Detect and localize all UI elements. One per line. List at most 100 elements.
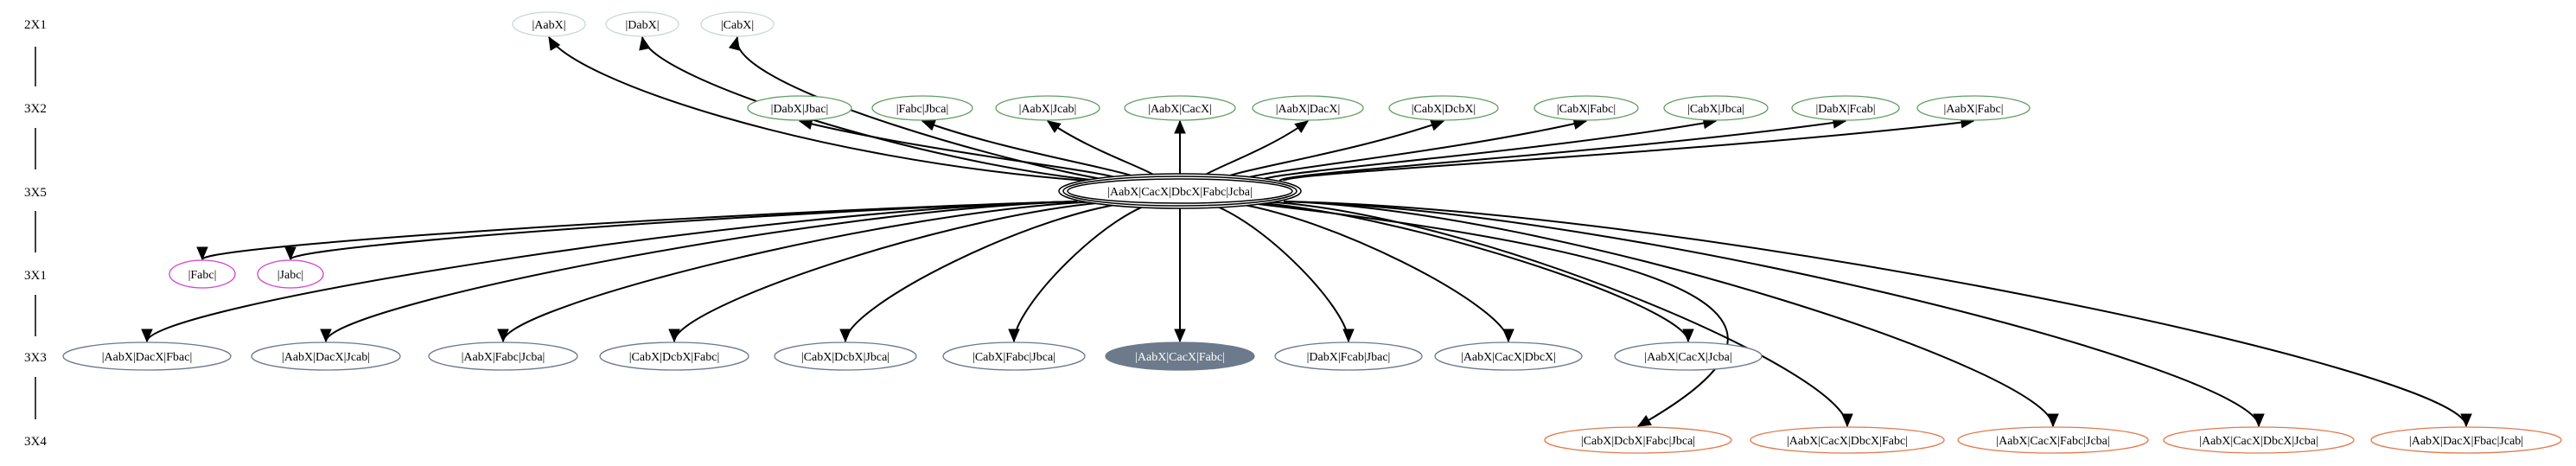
node-shape xyxy=(995,95,1100,121)
edge-to-b9 xyxy=(1278,120,1846,182)
edge-to-e3 xyxy=(502,201,1100,342)
node-b5[interactable]: |AabX|DacX| xyxy=(1252,95,1364,121)
edge-to-e5 xyxy=(845,201,1140,342)
node-f1[interactable]: |CabX|DcbX|Fabc|Jbca| xyxy=(1544,426,1732,454)
arrowhead-f1 xyxy=(1636,414,1652,427)
node-b1[interactable]: |DabX|Jbac| xyxy=(747,95,852,121)
node-label: |Jabc| xyxy=(277,269,303,282)
edge-to-b8 xyxy=(1259,120,1717,182)
node-e8[interactable]: |DabX|Fcab|Jbac| xyxy=(1274,342,1423,371)
node-label: |AabX|DacX|Fbac|Jcab| xyxy=(2409,435,2523,448)
arrowhead-e1 xyxy=(141,329,153,343)
edge-to-f1 xyxy=(1234,201,1729,427)
node-b10[interactable]: |AabX|Fabc| xyxy=(1916,95,2031,121)
arrowhead-f5 xyxy=(2460,413,2472,428)
node-label: |AabX|CacX|DbcX| xyxy=(1461,351,1556,364)
node-d2[interactable]: |Jabc| xyxy=(257,259,324,289)
arrowhead-f3 xyxy=(2047,413,2059,428)
node-label: |CabX|DcbX|Fabc|Jbca| xyxy=(1581,435,1695,448)
arrowhead-a3 xyxy=(728,35,741,51)
rank-label-4: 3X1 xyxy=(24,269,47,283)
node-e7[interactable]: |AabX|CacX|Fabc| xyxy=(1105,342,1255,371)
node-e4[interactable]: |CabX|DcbX|Fabc| xyxy=(599,342,749,371)
arrowhead-a2 xyxy=(639,35,651,51)
node-b3[interactable]: |AabX|Jcab| xyxy=(995,95,1100,121)
node-shape xyxy=(700,11,775,37)
edge-to-b10 xyxy=(1283,120,1974,182)
rank-label-2: 3X2 xyxy=(24,102,47,116)
node-shape xyxy=(942,342,1086,371)
arrowhead-b5 xyxy=(1294,120,1310,134)
node-shape xyxy=(1791,95,1900,121)
rank-label-3: 3X5 xyxy=(24,186,47,200)
arrowhead-e3 xyxy=(497,329,509,343)
edge-to-f4 xyxy=(1283,201,2260,427)
node-shape xyxy=(871,95,973,121)
node-label: |DabX| xyxy=(625,19,659,32)
node-b2[interactable]: |Fabc|Jbca| xyxy=(871,95,973,121)
edge-to-f3 xyxy=(1283,201,2054,427)
node-a1[interactable]: |AabX| xyxy=(512,11,586,37)
node-f4[interactable]: |AabX|CacX|DbcX|Jcba| xyxy=(2163,426,2355,454)
node-label: |AabX|Fabc|Jcba| xyxy=(462,351,545,364)
rank-label-1: 2X1 xyxy=(24,18,47,32)
arrowhead-e6 xyxy=(1008,329,1020,343)
center-node-outer-ring xyxy=(1058,173,1302,209)
node-e3[interactable]: |AabX|Fabc|Jcba| xyxy=(428,342,578,371)
node-a3[interactable]: |CabX| xyxy=(700,11,775,37)
node-b7[interactable]: |CabX|Fabc| xyxy=(1533,95,1639,121)
arrowhead-b4 xyxy=(1174,119,1186,134)
nodes-layer: |AabX|CacX|DbcX|Fabc|Jcba| |AabX| |DabX| |C… xyxy=(62,11,2562,454)
node-shape xyxy=(251,342,401,371)
arrowhead-e5 xyxy=(839,329,851,343)
edge-to-e2 xyxy=(325,201,1078,342)
edge-to-b5 xyxy=(1198,120,1309,182)
node-shape xyxy=(1663,95,1769,121)
edge-to-f2 xyxy=(1259,201,1848,427)
node-e2[interactable]: |AabX|DacX|Jcab| xyxy=(251,342,401,371)
node-label: |CabX|Fabc| xyxy=(1557,103,1616,116)
edge-to-a3 xyxy=(736,36,1114,182)
node-e6[interactable]: |CabX|Fabc|Jbca| xyxy=(942,342,1086,371)
node-shape xyxy=(428,342,578,371)
node-label: |DabX|Jbac| xyxy=(771,103,829,116)
arrowhead-d1 xyxy=(196,246,208,261)
node-label: |DabX|Fcab|Jbac| xyxy=(1307,351,1391,364)
center-node-inner-ring xyxy=(1067,178,1293,204)
arrowhead-b2 xyxy=(921,119,936,131)
edge-to-f5 xyxy=(1283,201,2467,427)
node-e5[interactable]: |CabX|DcbX|Jbca| xyxy=(774,342,917,371)
node-f3[interactable]: |AabX|CacX|Fabc|Jcba| xyxy=(1957,426,2149,454)
edge-to-e6 xyxy=(1013,201,1161,342)
node-shape xyxy=(1750,426,1945,454)
edge-to-e1 xyxy=(146,201,1077,342)
node-e9[interactable]: |AabX|CacX|DbcX| xyxy=(1434,342,1583,371)
rank-label-6: 3X4 xyxy=(24,435,47,449)
node-b9[interactable]: |DabX|Fcab| xyxy=(1791,95,1900,121)
center-node[interactable]: |AabX|CacX|DbcX|Fabc|Jcba| xyxy=(1058,173,1302,209)
node-label: |AabX|CacX|Fabc| xyxy=(1135,351,1225,364)
node-label: |AabX|Fabc| xyxy=(1943,103,2003,116)
node-label: |CabX|Fabc|Jbca| xyxy=(972,351,1055,364)
node-e1[interactable]: |AabX|DacX|Fbac| xyxy=(62,342,232,371)
node-label: |Fabc|Jbca| xyxy=(896,103,949,116)
node-b4[interactable]: |AabX|CacX| xyxy=(1124,95,1236,121)
node-f2[interactable]: |AabX|CacX|DbcX|Fabc| xyxy=(1750,426,1945,454)
node-b8[interactable]: |CabX|Jbca| xyxy=(1663,95,1769,121)
node-f5[interactable]: |AabX|DacX|Fbac|Jcab| xyxy=(2370,426,2562,454)
node-shape xyxy=(1957,426,2149,454)
node-label: |AabX|DacX|Jcab| xyxy=(282,351,370,364)
arrowhead-a1 xyxy=(548,35,561,51)
edges-layer xyxy=(141,35,2472,428)
node-shape xyxy=(747,95,852,121)
node-e10[interactable]: |AabX|CacX|Jcba| xyxy=(1614,342,1763,371)
node-shape xyxy=(1252,95,1364,121)
node-d1[interactable]: |Fabc| xyxy=(169,259,236,289)
node-shape xyxy=(1124,95,1236,121)
node-shape xyxy=(2163,426,2355,454)
node-a2[interactable]: |DabX| xyxy=(605,11,679,37)
node-b6[interactable]: |CabX|DcbX| xyxy=(1388,95,1499,121)
center-node-middle-ring xyxy=(1062,176,1298,207)
